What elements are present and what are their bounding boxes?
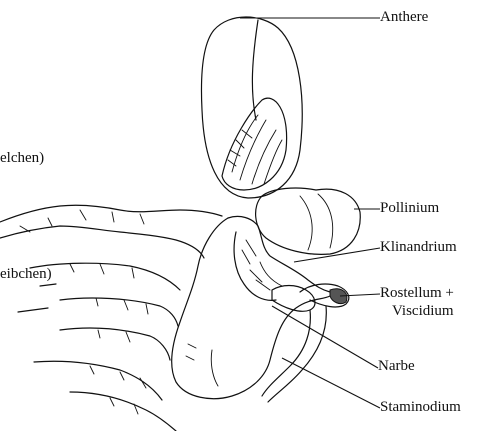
label-staminodium: Staminodium — [380, 399, 461, 416]
leader-klinandrium — [294, 248, 380, 262]
label-narbe: Narbe — [378, 358, 415, 375]
column-drawing — [172, 216, 349, 402]
label-cut-left-lower: eibchen) — [0, 266, 52, 283]
label-klinandrium: Klinandrium — [380, 239, 457, 256]
label-anthere: Anthere — [380, 9, 428, 26]
leader-staminodium — [282, 358, 380, 408]
leader-narbe — [272, 306, 378, 368]
label-viscidium: Viscidium — [392, 303, 454, 320]
anther-drawing — [202, 17, 303, 198]
label-rostellum: Rostellum + — [380, 285, 454, 302]
pollinium-drawing — [256, 188, 361, 254]
label-pollinium: Pollinium — [380, 200, 439, 217]
label-cut-left-upper: elchen) — [0, 150, 44, 167]
petal-fragments — [0, 205, 222, 431]
